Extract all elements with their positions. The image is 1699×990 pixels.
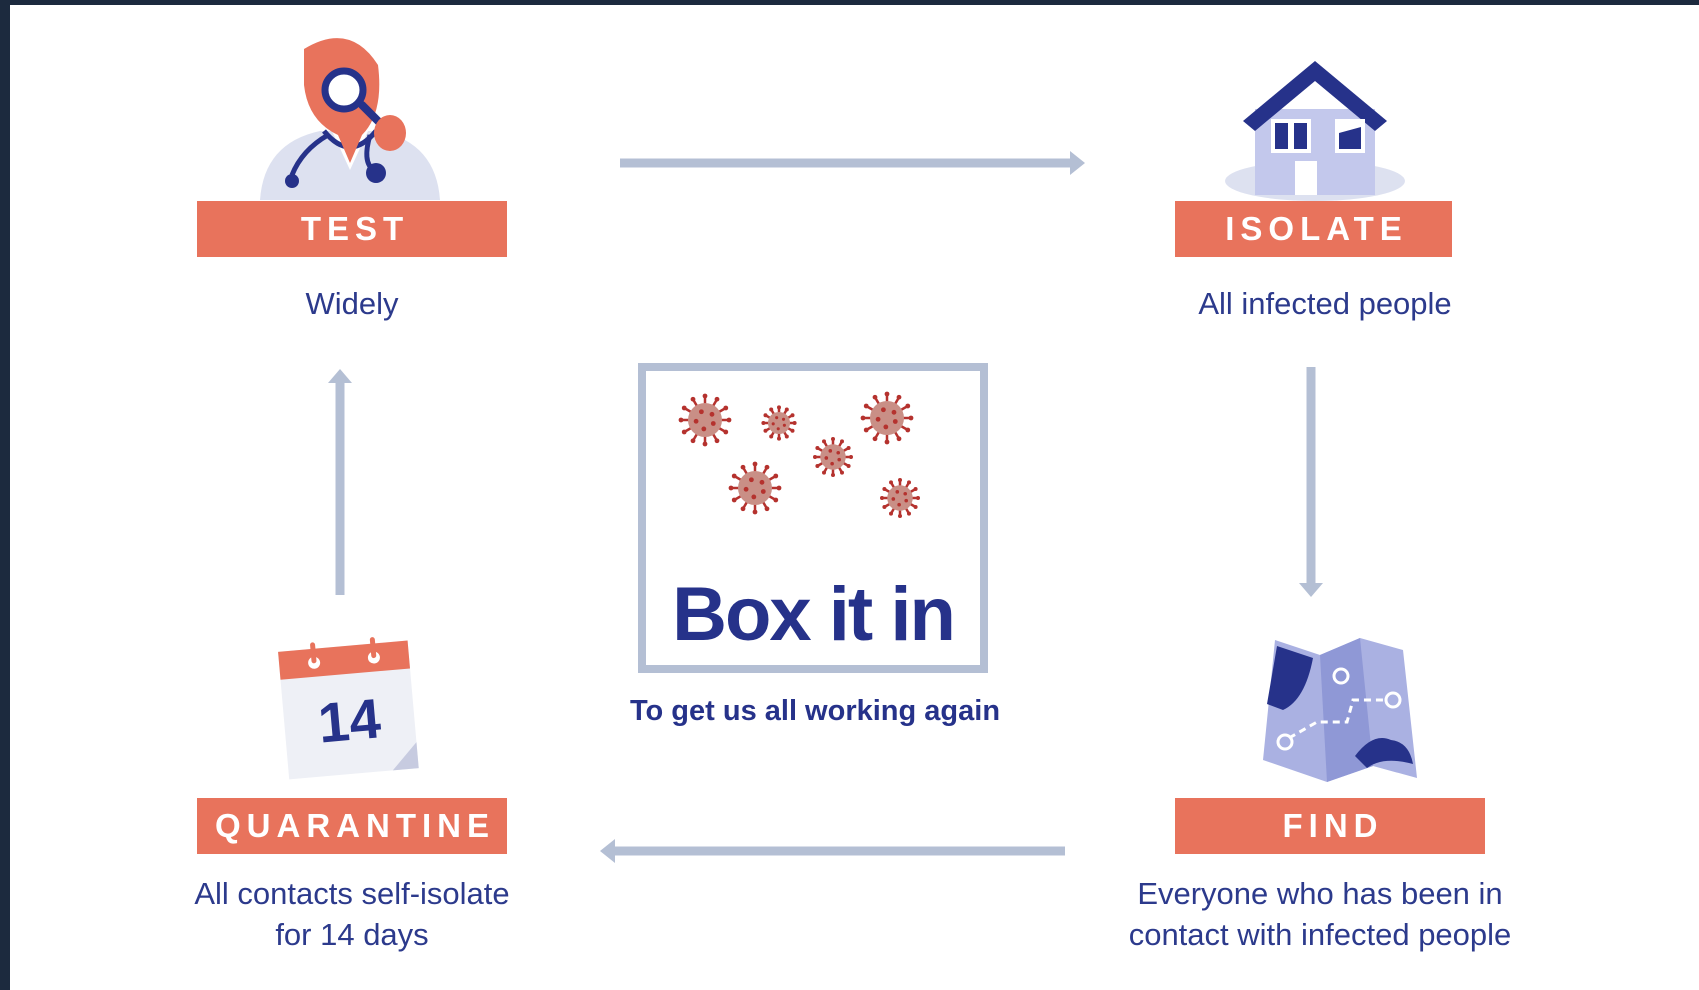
center-title: Box it in bbox=[672, 572, 956, 657]
virus-cluster bbox=[678, 391, 920, 518]
arrow-isolate-to-find bbox=[1299, 367, 1323, 597]
virus-icon bbox=[880, 478, 920, 518]
map-icon bbox=[1263, 638, 1417, 782]
doctor-icon bbox=[260, 38, 440, 200]
isolate-badge: ISOLATE bbox=[1175, 201, 1452, 257]
arrow-quarantine-to-test bbox=[328, 369, 352, 595]
quarantine-description-line1: All contacts self-isolate bbox=[194, 876, 510, 911]
house-icon bbox=[1225, 61, 1405, 201]
virus-icon bbox=[813, 437, 853, 477]
quarantine-description-line2: for 14 days bbox=[275, 917, 429, 952]
virus-icon bbox=[860, 391, 914, 445]
calendar-day: 14 bbox=[315, 686, 384, 755]
test-badge: TEST bbox=[197, 201, 507, 257]
cycle-arrows bbox=[328, 151, 1323, 863]
find-badge: FIND bbox=[1175, 798, 1485, 854]
virus-icon bbox=[678, 393, 732, 447]
diagram-canvas: TEST Widely ISOLATE All infected people … bbox=[10, 5, 1699, 990]
quarantine-description: All contacts self-isolate for 14 days bbox=[160, 873, 544, 955]
find-description-line2: contact with infected people bbox=[1128, 917, 1512, 952]
virus-icon bbox=[761, 405, 797, 441]
calendar-icon: 14 bbox=[267, 622, 430, 789]
find-description-line1: Everyone who has been in bbox=[1137, 876, 1503, 911]
arrow-find-to-quarantine bbox=[600, 839, 1065, 863]
virus-icon bbox=[728, 461, 782, 515]
arrow-test-to-isolate bbox=[620, 151, 1085, 175]
find-description: Everyone who has been in contact with in… bbox=[1090, 873, 1550, 955]
isolate-description: All infected people bbox=[1198, 286, 1452, 321]
quarantine-badge: QUARANTINE bbox=[197, 798, 507, 854]
test-description: Widely bbox=[305, 286, 399, 321]
center-subtitle: To get us all working again bbox=[629, 695, 1001, 727]
center-box: Box it in bbox=[638, 363, 988, 673]
